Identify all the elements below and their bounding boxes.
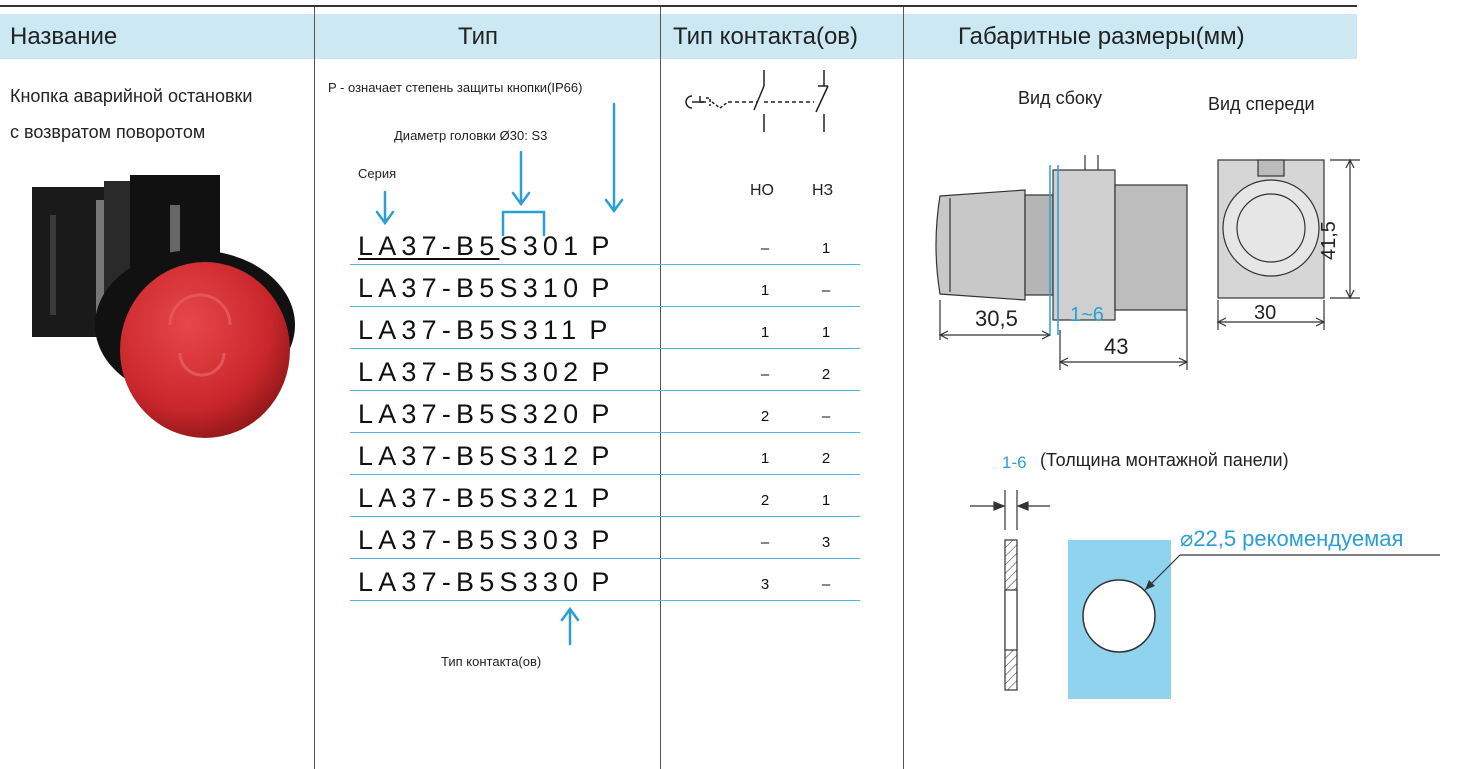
row-divider: [350, 348, 860, 349]
model-code: S301: [499, 231, 584, 261]
product-name-line1: Кнопка аварийной остановки: [10, 86, 253, 106]
model-suffix: P: [589, 315, 613, 345]
column-divider: [660, 7, 661, 769]
model-base: LA37-B5: [358, 357, 500, 387]
row-divider: [350, 600, 860, 601]
model-no-count: 1: [760, 282, 770, 299]
model-no-count: 2: [760, 492, 770, 509]
dim-total-length: 43: [1104, 334, 1129, 359]
model-no-count: 2: [760, 408, 770, 425]
header-name: Название: [10, 23, 118, 50]
model-base: LA37-B5: [358, 315, 500, 345]
row-divider: [350, 558, 860, 559]
model-suffix: P: [591, 441, 615, 471]
model-suffix: P: [591, 273, 615, 303]
model-no-count: –: [760, 240, 770, 257]
model-suffix: P: [591, 483, 615, 513]
row-divider: [350, 306, 860, 307]
column-divider: [314, 7, 315, 769]
model-nc-count: –: [821, 408, 831, 425]
model-no-count: 3: [760, 576, 770, 593]
row-divider: [350, 474, 860, 475]
red-mushroom-emergency-button-icon: [32, 175, 295, 438]
panel-hole-label: ⌀22,5 рекомендуемая: [1180, 526, 1403, 552]
model-nc-count: 3: [821, 534, 831, 551]
model-code: S310: [499, 273, 584, 303]
contact-symbol-icon: [685, 70, 829, 132]
model-no-count: –: [760, 534, 770, 551]
model-no-count: –: [760, 366, 770, 383]
front-view-label: Вид спереди: [1208, 94, 1315, 114]
side-view-label: Вид сбоку: [1018, 88, 1102, 108]
panel-hole-text: 22,5 рекомендуемая: [1193, 526, 1404, 551]
model-no-count: 1: [760, 324, 770, 341]
panel-thickness-value: 1-6: [1002, 453, 1027, 472]
model-nc-count: 1: [821, 324, 831, 341]
model-no-count: 1: [760, 450, 770, 467]
dim-front-width: 30: [1254, 302, 1277, 324]
model-code: S312: [499, 441, 584, 471]
model-code: S311: [499, 315, 582, 345]
model-code: S320: [499, 399, 584, 429]
model-code: S330: [499, 567, 584, 597]
model-suffix: P: [591, 231, 615, 261]
model-nc-count: –: [821, 576, 831, 593]
model-suffix: P: [591, 399, 615, 429]
dim-panel-range: 1~6: [1070, 304, 1104, 326]
model-nc-count: 1: [821, 240, 831, 257]
model-code: S302: [499, 357, 584, 387]
legend-contact-type: Тип контакта(ов): [441, 654, 542, 669]
model-suffix: P: [591, 567, 615, 597]
model-base: LA37-B5: [358, 399, 500, 429]
model-code: S321: [499, 483, 584, 513]
diameter-symbol-icon: ⌀: [1180, 526, 1194, 551]
header-contact: Тип контакта(ов): [673, 23, 859, 50]
row-divider: [350, 432, 860, 433]
model-nc-count: 2: [821, 366, 831, 383]
model-nc-count: 1: [821, 492, 831, 509]
model-code: S303: [499, 525, 584, 555]
column-divider: [903, 7, 904, 769]
model-base: LA37-B5: [358, 483, 500, 513]
model-base: LA37-B5: [358, 525, 500, 555]
model-suffix: P: [591, 357, 615, 387]
header-type: Тип: [458, 23, 499, 50]
legend-head-diameter: Диаметр головки Ø30: S3: [394, 128, 548, 143]
row-divider: [350, 264, 860, 265]
model-base: LA37-B5: [358, 273, 500, 303]
legend-series: Серия: [358, 166, 397, 181]
model-nc-count: 2: [821, 450, 831, 467]
model-base: LA37-B5: [358, 441, 500, 471]
header-dimensions: Габаритные размеры(мм): [958, 23, 1245, 50]
model-suffix: P: [591, 525, 615, 555]
dim-side-width: 30,5: [975, 306, 1018, 331]
legend-protection: P - означает степень защиты кнопки(IP66): [328, 80, 583, 95]
panel-thickness-label: (Толщина монтажной панели): [1040, 450, 1289, 470]
table-header: [0, 14, 1357, 59]
model-base: LA37-B5: [358, 567, 500, 597]
contact-header-nc: НЗ: [812, 182, 834, 199]
row-divider: [350, 390, 860, 391]
model-base: LA37-B5: [358, 231, 500, 261]
row-divider: [350, 516, 860, 517]
product-name-line2: с возвратом поворотом: [10, 122, 206, 142]
model-nc-count: –: [821, 282, 831, 299]
contact-header-no: НО: [750, 182, 774, 199]
top-rule: [0, 5, 1357, 7]
